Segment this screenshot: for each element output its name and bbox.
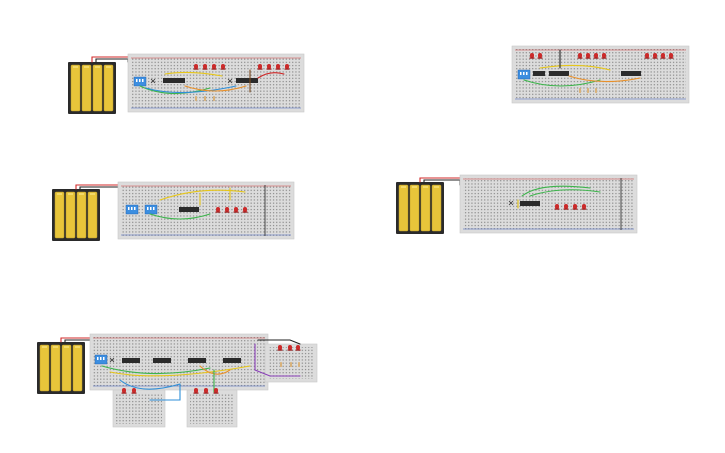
circuit-4 — [395, 174, 638, 235]
battery-pack-5 — [36, 341, 86, 395]
wire-purple — [254, 343, 301, 377]
dip-switch-2[interactable] — [517, 69, 531, 80]
battery-pack-1 — [67, 61, 117, 115]
wire-orange — [568, 75, 641, 83]
chip — [179, 207, 199, 212]
breadboard-2 — [511, 45, 690, 104]
breadboard-5-main — [89, 333, 269, 391]
battery-pack-3 — [51, 188, 101, 242]
breadboard-5-bottom-b — [186, 389, 238, 428]
circuit-1 — [67, 53, 305, 115]
breadboard-5-bottom-a — [112, 389, 166, 428]
wire-green — [101, 365, 211, 375]
chip — [236, 78, 258, 83]
dip-switch-5[interactable] — [94, 354, 108, 365]
chip — [122, 358, 140, 363]
circuit-5 — [36, 333, 318, 428]
dip-switch-3a[interactable] — [125, 204, 139, 215]
wire-black — [95, 58, 129, 63]
chip — [153, 358, 171, 363]
circuit-2 — [511, 45, 690, 104]
chip — [549, 71, 569, 76]
dip-switch-1[interactable] — [133, 76, 147, 87]
wire-yellow — [164, 71, 223, 77]
circuit-3 — [51, 181, 295, 242]
dip-switch-3b[interactable] — [144, 204, 158, 215]
wire-orange — [184, 85, 247, 92]
cross-marker — [508, 200, 514, 206]
wire-green — [521, 185, 591, 197]
wire-blue — [119, 379, 181, 390]
breadboard-1 — [127, 53, 305, 113]
wire-yellow — [109, 365, 251, 377]
cross-marker — [150, 78, 156, 84]
chip — [223, 358, 241, 363]
wire-orange — [199, 365, 231, 375]
chip — [533, 71, 545, 76]
wire-blue — [145, 85, 237, 94]
wire-blue — [149, 383, 181, 401]
wire-yellow — [159, 189, 246, 201]
battery-pack-4 — [395, 181, 445, 235]
chip — [520, 201, 540, 206]
wire-red — [257, 72, 285, 79]
wire-green — [529, 189, 601, 197]
cross-marker — [227, 78, 233, 84]
wire-black — [257, 339, 301, 345]
cross-marker — [109, 357, 115, 363]
wire-green — [149, 213, 211, 220]
wire-green — [523, 79, 601, 87]
chip — [163, 78, 185, 83]
wire-yellow — [539, 64, 611, 71]
chip — [188, 358, 206, 363]
chip — [621, 71, 641, 76]
breadboard-4 — [459, 174, 638, 234]
